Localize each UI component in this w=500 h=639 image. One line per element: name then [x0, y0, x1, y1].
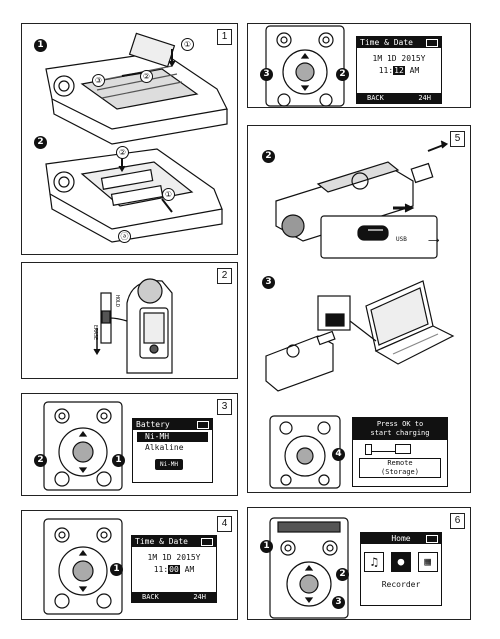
switch-label-hold: HOLD — [114, 295, 120, 308]
step-badge: 1 — [110, 563, 123, 576]
battery-icon — [201, 538, 213, 546]
switch-label-erase: ERASE — [92, 325, 98, 341]
screen-footer: BACK 24H — [357, 93, 441, 103]
recorder-side-illustration — [93, 278, 173, 374]
connector-line — [372, 451, 395, 452]
control-pad-illustration — [265, 25, 345, 107]
callout-number: ③ — [92, 74, 105, 87]
step-badge: 2 — [34, 454, 47, 467]
recorder-illustration — [45, 32, 228, 243]
callout-number: ② — [116, 146, 129, 159]
callout-number: ① — [162, 188, 175, 201]
usb-illustration — [265, 140, 455, 489]
step-badge: 2 — [34, 136, 47, 149]
time-cursor[interactable]: 00 — [168, 565, 180, 574]
screen-title: Home — [361, 533, 441, 544]
panel-battery-insert: 1 1 2 ① ② ③ — [21, 23, 238, 255]
panel-time-date: 4 1 Time & Date 1M 1D 2015Y 11:00 AM BAC… — [21, 510, 238, 620]
step-badge: 3 — [260, 68, 273, 81]
panel-number: 4 — [217, 516, 232, 532]
step-badge: 3 — [262, 276, 275, 289]
control-pad-illustration — [43, 401, 123, 491]
panel-number: 2 — [217, 268, 232, 284]
screen-title: Battery — [133, 419, 212, 430]
usb-label: USB — [396, 236, 407, 243]
screen-footer: BACK 24H — [132, 592, 216, 602]
panel-hold-switch: 2 HOLD ERASE — [21, 262, 238, 379]
battery-icon — [426, 535, 438, 543]
screen-time: 11:00 AM — [153, 565, 195, 574]
music-note-icon[interactable]: ♫ — [364, 552, 385, 572]
step-badge: 3 — [332, 596, 345, 609]
control-pad-illustration — [269, 517, 349, 619]
lcd-screen: Battery Ni-MH Alkaline Ni-MH — [132, 418, 213, 483]
screen-date: 1M 1D 2015Y — [372, 54, 426, 63]
mode-softkey[interactable]: 24H — [418, 94, 431, 102]
battery-icon — [365, 444, 372, 455]
step-badge: 2 — [336, 568, 349, 581]
microphone-icon[interactable]: ● — [390, 552, 411, 572]
time-cursor[interactable]: 12 — [393, 66, 405, 75]
mode-softkey[interactable]: 24H — [193, 593, 206, 601]
panel-number: 6 — [450, 513, 465, 529]
panel-number: 1 — [217, 29, 232, 45]
calendar-grid-icon[interactable]: ▦ — [417, 552, 438, 572]
screen-title: Time & Date — [132, 536, 216, 547]
step-badge: 4 — [332, 448, 345, 461]
back-softkey[interactable]: BACK — [142, 593, 159, 601]
screen-option[interactable]: Remote(Storage) — [359, 458, 441, 478]
screen-time: 11:12 AM — [378, 66, 420, 75]
callout-number: ⓐ — [118, 230, 131, 243]
step-badge: 2 — [336, 68, 349, 81]
lcd-screen: Home ♫ ● ▦ Recorder — [360, 532, 442, 606]
usb-plug-icon: ⟶ — [428, 236, 440, 245]
panel-home: 6 1 2 3 Home ♫ ● ▦ Recorder — [247, 507, 471, 620]
back-softkey[interactable]: BACK — [367, 94, 384, 102]
lcd-screen: Time & Date 1M 1D 2015Y 11:00 AM BACK 24… — [131, 535, 217, 603]
panel-battery-setting: 3 2 1 Battery Ni-MH Alkaline Ni-MH — [21, 393, 238, 496]
step-badge: 1 — [34, 39, 47, 52]
panel-number: 3 — [217, 399, 232, 415]
home-icons: ♫ ● ▦ — [361, 552, 441, 572]
screen-caption: Recorder — [381, 580, 421, 589]
panel-time-date-set: 3 2 Time & Date 1M 1D 2015Y 11:12 AM BAC… — [247, 23, 471, 108]
callout-number: ② — [140, 70, 153, 83]
screen-option-selected[interactable]: Ni-MH — [137, 432, 208, 442]
screen-title: Time & Date — [357, 37, 441, 48]
callout-number: ① — [181, 38, 194, 51]
step-badge: 1 — [112, 454, 125, 467]
screen-date: 1M 1D 2015Y — [147, 553, 201, 562]
step-badge: 1 — [260, 540, 273, 553]
selected-badge: Ni-MH — [155, 459, 183, 470]
panel-number: 5 — [450, 131, 465, 147]
screen-option[interactable]: Alkaline — [145, 443, 184, 452]
battery-icon — [426, 39, 438, 47]
control-pad-illustration — [43, 518, 123, 615]
charging-diagram — [353, 440, 447, 458]
laptop-icon — [395, 444, 411, 454]
battery-icon — [197, 421, 209, 429]
panel-usb-charging: 5 2 3 — [247, 125, 471, 493]
step-badge: 2 — [262, 150, 275, 163]
lcd-screen: Time & Date 1M 1D 2015Y 11:12 AM BACK 24… — [356, 36, 442, 104]
